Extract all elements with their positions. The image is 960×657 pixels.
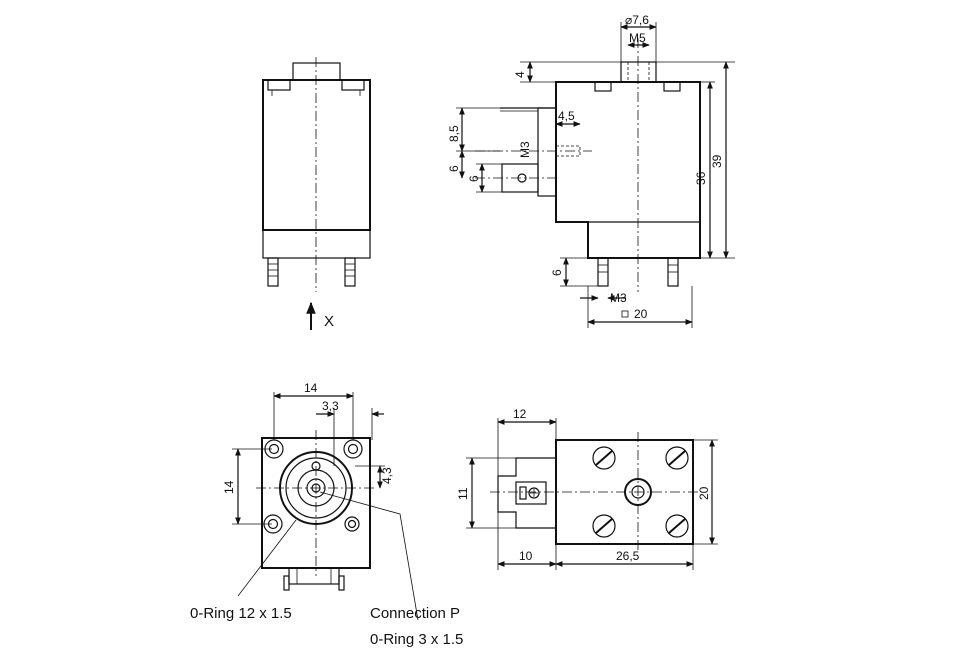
dim-bottom-height: 14 xyxy=(222,480,236,494)
dim-port-offset: 3,3 xyxy=(322,399,339,413)
dim-tube-thread: M5 xyxy=(629,31,646,45)
dim-height-body: 36 xyxy=(694,171,708,185)
dim-plug-length: 12 xyxy=(513,407,527,421)
dim-bottom-width: 14 xyxy=(304,381,318,395)
front-view: X xyxy=(262,57,371,330)
dim-terminal-spacing: 6 xyxy=(447,165,461,172)
dim-body-height: 20 xyxy=(697,486,711,500)
dim-tab-h: 6 xyxy=(467,175,481,182)
dim-bottom-thread: M3 xyxy=(610,291,627,305)
dim-tube-dia: ⌀7,6 xyxy=(625,13,649,27)
dim-plug-height: 11 xyxy=(456,487,470,500)
dim-pin-length: 6 xyxy=(550,269,564,276)
dim-plug-offset: 10 xyxy=(519,549,533,563)
dim-terminal-h: 8,5 xyxy=(447,125,461,142)
dim-top-offset: 4 xyxy=(513,71,527,78)
dim-side-offset: 4,3 xyxy=(380,467,394,484)
dim-terminal-thread: M3 xyxy=(518,141,532,158)
dim-height-total: 39 xyxy=(710,154,724,168)
dim-square: 20 xyxy=(634,307,648,321)
top-view: 12 11 10 26,5 20 xyxy=(456,407,718,570)
oring-large-label: 0-Ring 12 x 1.5 xyxy=(190,605,292,622)
connection-label: Connection P xyxy=(370,605,460,622)
dim-pin-offset: 4,5 xyxy=(558,109,575,123)
dim-body-length: 26,5 xyxy=(616,549,640,563)
oring-small-label: 0-Ring 3 x 1.5 xyxy=(370,631,463,648)
bottom-view: 14 3,3 14 4,3 0-Ring 12 x 1.5 Connection… xyxy=(190,381,463,648)
side-view: ⌀7,6 M5 4 39 36 4,5 8,5 M3 6 6 xyxy=(447,13,735,328)
view-arrow-label: X xyxy=(324,313,334,330)
